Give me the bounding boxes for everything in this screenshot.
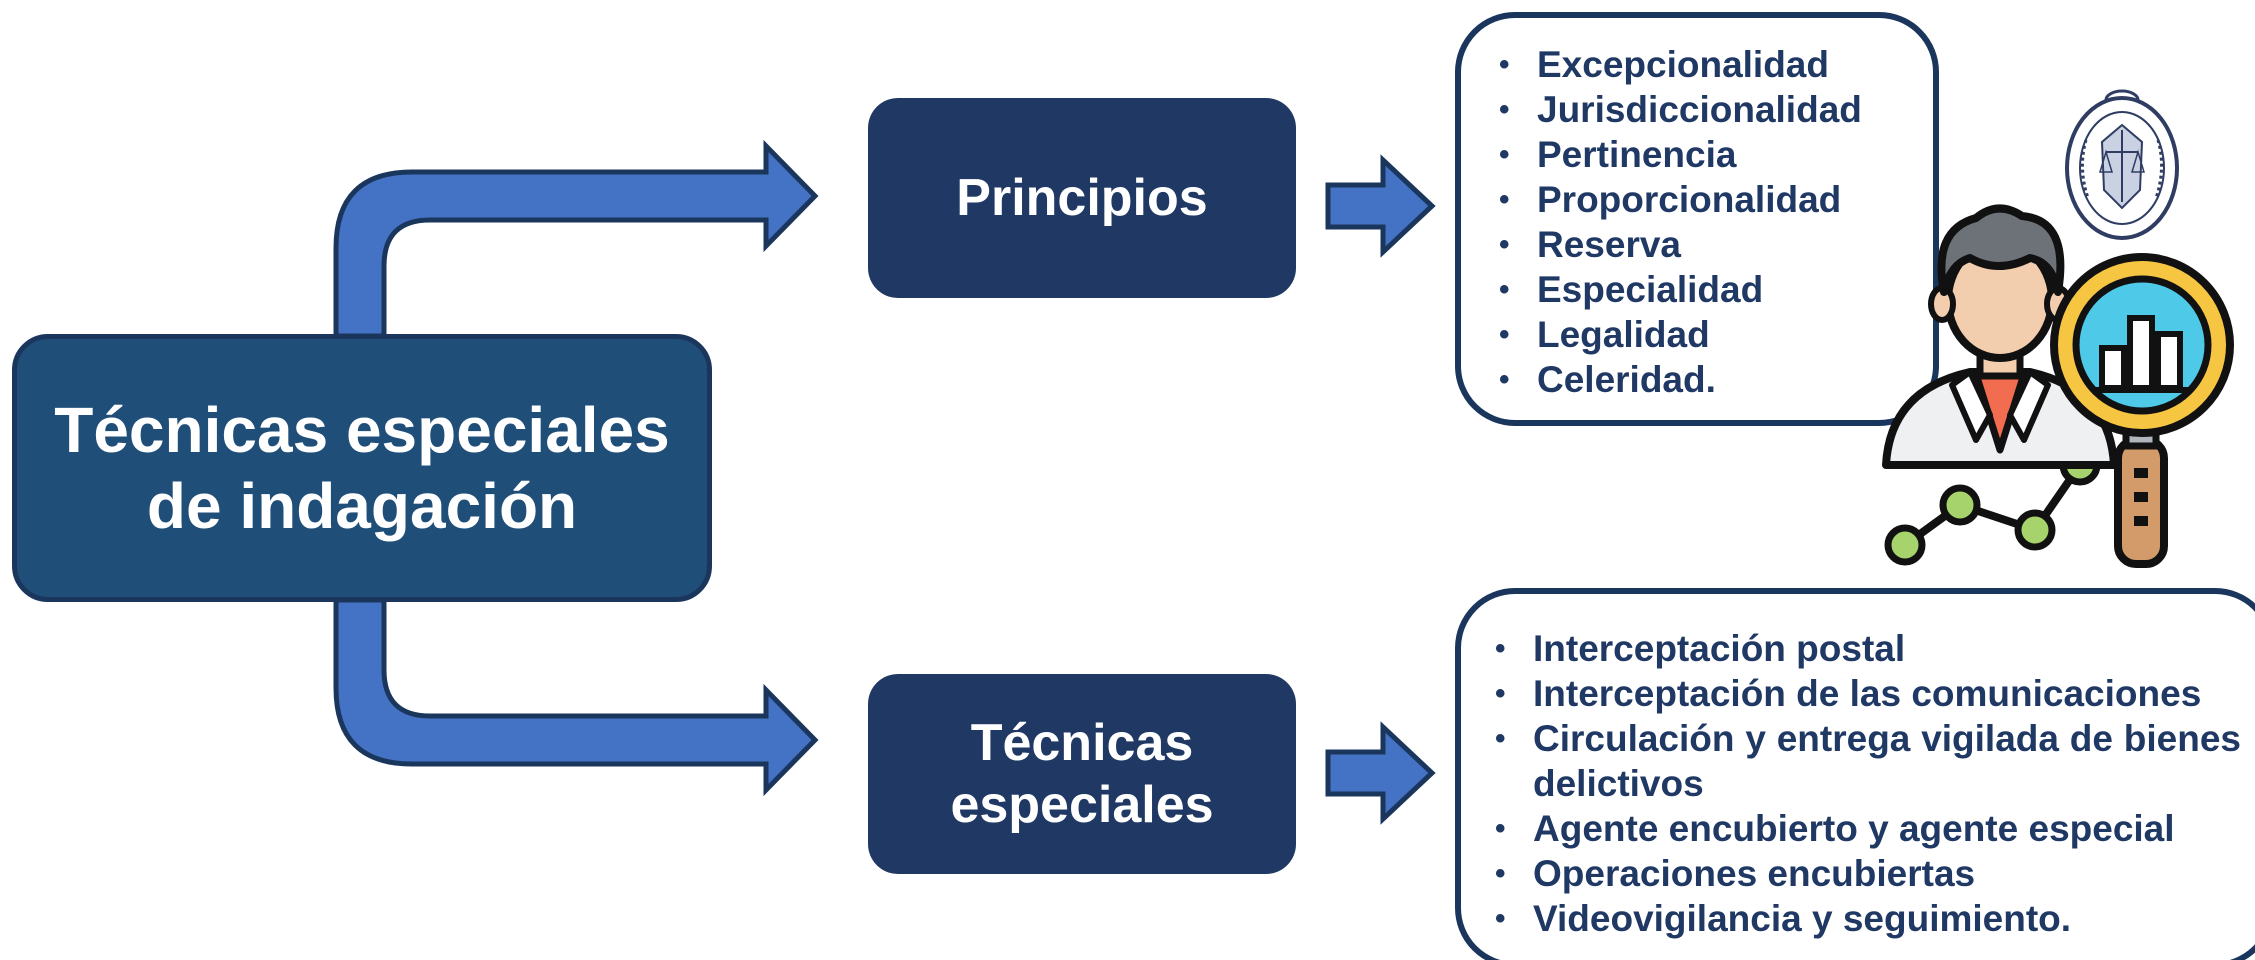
arrow-tecnicas-list — [1325, 721, 1436, 825]
tecnicas-label: Técnicas especiales — [950, 714, 1214, 834]
principios-box: Principios — [868, 98, 1296, 298]
analyst-magnifier-icon — [1882, 204, 2234, 568]
list-item: Jurisdiccionalidad — [1499, 87, 1933, 132]
list-item: Legalidad — [1499, 312, 1933, 357]
principios-label: Principios — [956, 169, 1208, 227]
arrow-to-principios — [333, 139, 819, 339]
principios-list: Excepcionalidad Jurisdiccionalidad Perti… — [1499, 42, 1933, 402]
list-item: Circulación y entrega vigilada de bienes… — [1495, 716, 2241, 806]
list-item: Reserva — [1499, 222, 1933, 267]
list-item: Especialidad — [1499, 267, 1933, 312]
list-item: Operaciones encubiertas — [1495, 851, 2241, 896]
arrow-to-tecnicas — [333, 597, 819, 797]
list-item: Proporcionalidad — [1499, 177, 1933, 222]
list-item: Celeridad. — [1499, 357, 1933, 402]
list-item: Interceptación de las comunicaciones — [1495, 671, 2241, 716]
list-item: Interceptación postal — [1495, 626, 2241, 671]
tecnicas-list-box: Interceptación postal Interceptación de … — [1455, 588, 2255, 960]
main-topic-title: Técnicas especiales de indagación — [54, 394, 670, 542]
list-item: Excepcionalidad — [1499, 42, 1933, 87]
principios-list-box: Excepcionalidad Jurisdiccionalidad Perti… — [1455, 12, 1939, 426]
tecnicas-list: Interceptación postal Interceptación de … — [1495, 626, 2241, 941]
seal-logo — [2065, 89, 2179, 240]
list-item: Pertinencia — [1499, 132, 1933, 177]
tecnicas-box: Técnicas especiales — [868, 674, 1296, 874]
main-topic-box: Técnicas especiales de indagación — [12, 334, 712, 602]
list-item: Videovigilancia y seguimiento. — [1495, 896, 2241, 941]
list-item: Agente encubierto y agente especial — [1495, 806, 2241, 851]
arrow-principios-list — [1325, 154, 1436, 258]
